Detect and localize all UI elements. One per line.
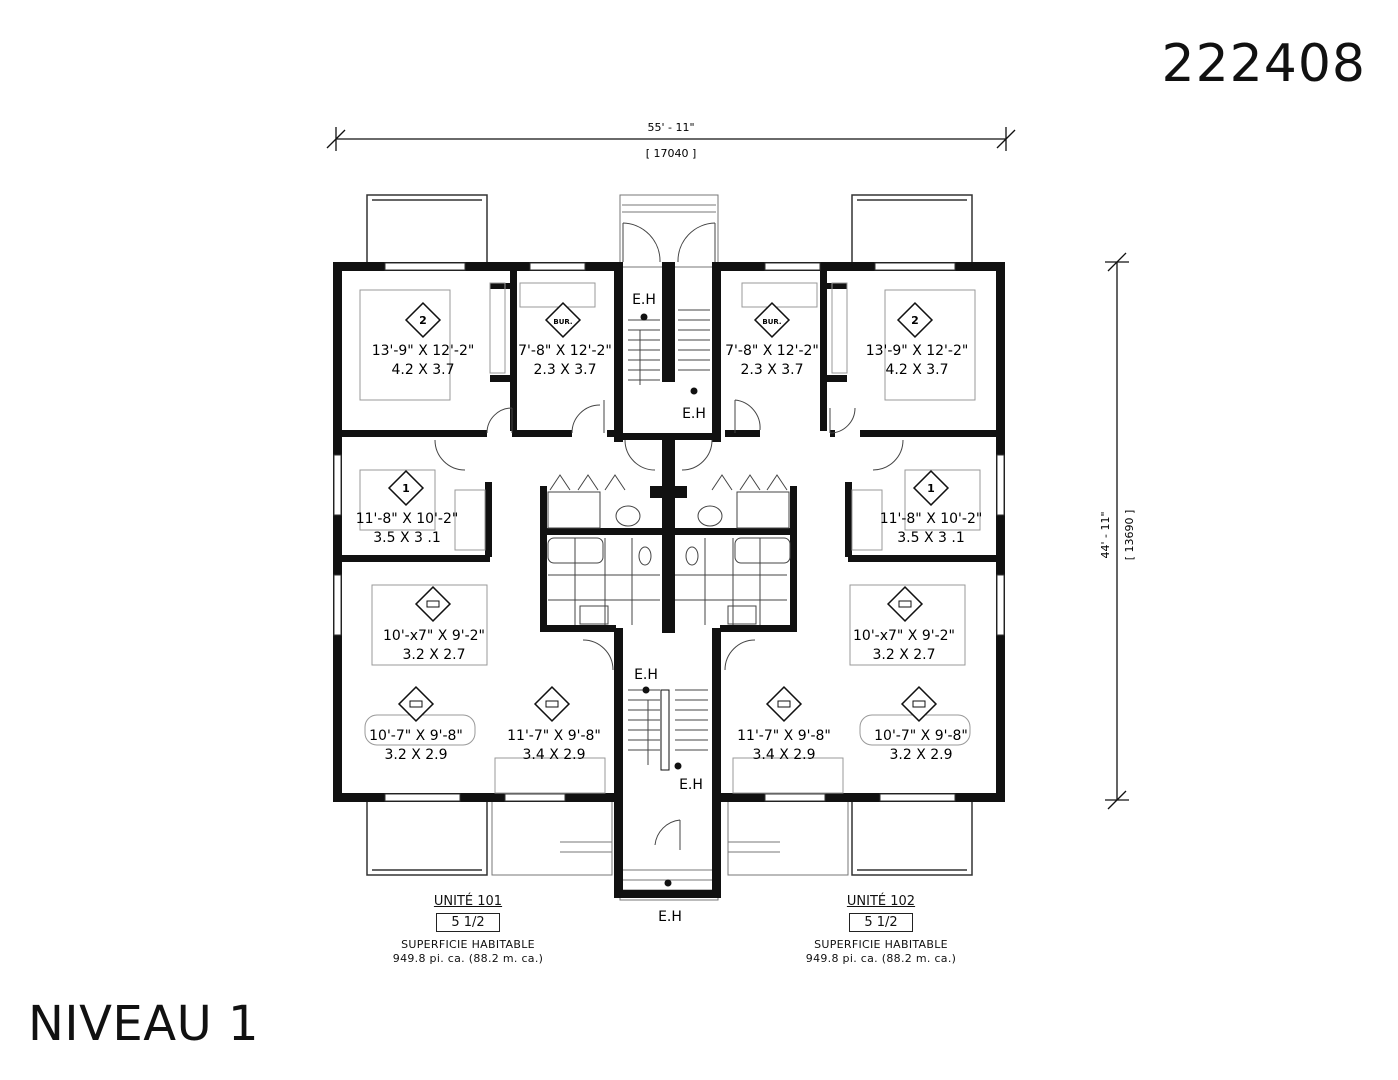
room-icon-text: 2 [911,314,919,327]
room-living-left: 11'-7" X 9'-8" 3.4 X 2.9 [507,685,601,763]
unit-title: UNITÉ 101 [433,894,503,909]
exit-label: E.H [634,667,658,683]
room-dimension-imperial: 7'-8" X 12'-2" [518,343,612,359]
unit-title: UNITÉ 102 [846,894,916,909]
room-bed2-left: 2 13'-9" X 12'-2" 4.2 X 3.7 [372,301,475,378]
room-pictogram [426,600,440,608]
depth-metric-label: [ 13690 ] [1123,510,1136,561]
balconies [366,194,973,876]
room-dimension-metric: 3.4 X 2.9 [752,747,815,763]
unit-area-value: 949.8 pi. ca. (88.2 m. ca.) [805,952,957,965]
room-pictogram [777,700,791,708]
furniture [359,282,981,794]
unit-area-value: 949.8 pi. ca. (88.2 m. ca.) [392,952,544,965]
unit-type-badge: 5 1/2 [849,913,913,932]
room-dimension-metric: 3.5 X 3 .1 [897,530,964,546]
bed-2-icon [404,301,442,339]
room-labels: 2 13'-9" X 12'-2" 4.2 X 3.7 BUR. 7'-8" X 12'… [356,301,983,763]
width-imperial-label: 55' - 11" [647,121,694,134]
room-office-left: BUR. 7'-8" X 12'-2" 2.3 X 3.7 [518,301,612,378]
room-dimension-imperial: 11'-8" X 10'-2" [880,511,983,527]
room-dimension-metric: 3.2 X 2.9 [384,747,447,763]
room-icon-text: BUR. [553,318,572,326]
room-bed2-right: 2 13'-9" X 12'-2" 4.2 X 3.7 [866,301,969,378]
windows [333,262,1005,802]
width-dimension-line [326,127,1016,151]
room-dimension-imperial: 7'-8" X 12'-2" [725,343,819,359]
room-bed1-left: 1 11'-8" X 10'-2" 3.5 X 3 .1 [356,469,459,546]
room-pictogram [898,600,912,608]
room-dimension-imperial: 10'-x7" X 9'-2" [853,628,955,644]
room-dimension-imperial: 13'-9" X 12'-2" [866,343,969,359]
room-dimension-imperial: 11'-7" X 9'-8" [507,728,601,744]
width-metric-label: [ 17040 ] [646,147,697,160]
room-dimension-metric: 3.2 X 2.7 [872,647,935,663]
depth-imperial-label: 44' - 11" [1099,511,1112,558]
room-icon-text: 1 [927,482,935,495]
room-dimension-imperial: 13'-9" X 12'-2" [372,343,475,359]
room-dining-right: 10'-7" X 9'-8" 3.2 X 2.9 [874,685,968,763]
room-kitchen-left: 10'-x7" X 9'-2" 3.2 X 2.7 [383,585,485,663]
room-dimension-metric: 3.4 X 2.9 [522,747,585,763]
room-dimension-metric: 3.2 X 2.9 [889,747,952,763]
room-dimension-metric: 2.3 X 3.7 [740,362,803,378]
bed-2-icon [896,301,934,339]
room-office-right: BUR. 7'-8" X 12'-2" 2.3 X 3.7 [725,301,819,378]
room-bed1-right: 1 11'-8" X 10'-2" 3.5 X 3 .1 [880,469,983,546]
room-pictogram [912,700,926,708]
room-dimension-imperial: 10'-x7" X 9'-2" [383,628,485,644]
office-icon [544,301,582,339]
room-dining-left: 10'-7" X 9'-8" 3.2 X 2.9 [369,685,463,763]
staircases [628,309,710,771]
room-dimension-metric: 2.3 X 3.7 [533,362,596,378]
room-pictogram [545,700,559,708]
living-icon [765,685,803,723]
room-dimension-imperial: 10'-7" X 9'-8" [874,728,968,744]
kitchen-icon [414,585,452,623]
room-dimension-imperial: 11'-7" X 9'-8" [737,728,831,744]
exit-label: E.H [632,292,656,308]
exterior-walls [333,262,1005,898]
room-dimension-metric: 3.2 X 2.7 [402,647,465,663]
room-dimension-metric: 4.2 X 3.7 [391,362,454,378]
kitchen-icon [886,585,924,623]
unit-type-badge: 5 1/2 [436,913,500,932]
interior-walls [342,262,996,633]
room-dimension-imperial: 11'-8" X 10'-2" [356,511,459,527]
unit-summary-102: UNITÉ 102 5 1/2 SUPERFICIE HABITABLE 949… [771,894,991,966]
bed-1-icon [387,469,425,507]
dining-icon [397,685,435,723]
unit-summary-101: UNITÉ 101 5 1/2 SUPERFICIE HABITABLE 949… [358,894,578,966]
room-pictogram [409,700,423,708]
bed-1-icon [912,469,950,507]
exit-label: E.H [679,777,703,793]
unit-area-label: SUPERFICIE HABITABLE [814,938,948,951]
exit-label: E.H [658,909,682,925]
office-icon [753,301,791,339]
room-icon-text: 2 [419,314,427,327]
room-icon-text: BUR. [762,318,781,326]
plan-number: 222408 [1161,34,1366,94]
depth-dimension-line [1105,252,1129,810]
dining-icon [900,685,938,723]
doors [434,222,904,850]
room-kitchen-right: 10'-x7" X 9'-2" 3.2 X 2.7 [853,585,955,663]
living-icon [533,685,571,723]
exit-markers [640,313,698,887]
room-living-right: 11'-7" X 9'-8" 3.4 X 2.9 [737,685,831,763]
room-dimension-metric: 3.5 X 3 .1 [373,530,440,546]
room-icon-text: 1 [402,482,410,495]
room-dimension-imperial: 10'-7" X 9'-8" [369,728,463,744]
room-dimension-metric: 4.2 X 3.7 [885,362,948,378]
unit-area-label: SUPERFICIE HABITABLE [401,938,535,951]
level-title: NIVEAU 1 [28,996,259,1052]
exit-label: E.H [682,406,706,422]
bathroom-fixtures [547,474,791,625]
